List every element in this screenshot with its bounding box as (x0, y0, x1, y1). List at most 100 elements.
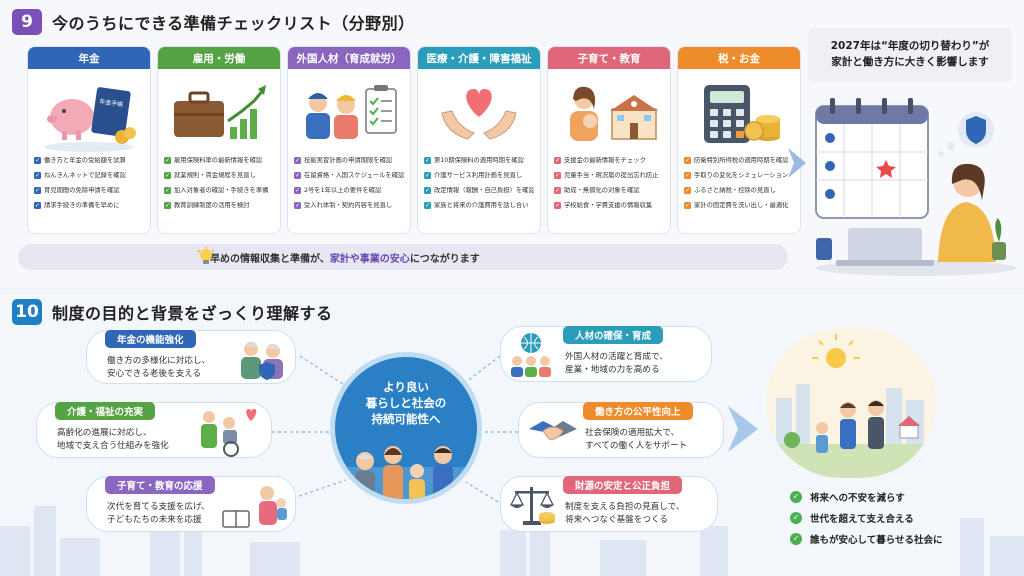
check-icon: ✓ (554, 202, 561, 209)
purpose-finance-tag: 財源の安定と公正負担 (563, 476, 683, 494)
family-illustration (335, 446, 477, 499)
list-item: ✓ふるさと納税・控除の見直し (684, 187, 776, 194)
purpose-pension-desc: 働き方の多様化に対応し、安心できる老後を支える (107, 356, 211, 379)
card-employment-list: ✓雇用保険料率の最新情報を確認 ✓就業規則・賃金規程を見直し ✓加入対象者の確認… (158, 157, 280, 210)
list-item: ✓ねんきんネットで記録を確認 (34, 172, 126, 179)
list-item: ✓防衛特別所得税の適用時期を確認 (684, 157, 789, 164)
speech-line-1: 2027年は“年度の切り替わり”が (830, 40, 990, 52)
purpose-care: 介護・福祉の充実 高齢化の進展に対応し、地域で支え合う仕組みを強化 (36, 402, 272, 458)
purpose-finance-desc: 制度を支える負担の見直しで、将来へつなぐ基盤をつくる (565, 502, 685, 525)
card-employment: 雇用・労働 ✓雇用保険料率の最新情報を確認 ✓就業規則・賃金規程を見直し ✓加入… (157, 46, 281, 234)
workers-clipboard-icon (288, 69, 410, 157)
list-item: ✓雇用保険料率の最新情報を確認 (164, 157, 263, 164)
chevron-right-icon (728, 406, 758, 452)
list-item: ✓児童手当・現況届の提出忘れ防止 (554, 172, 659, 179)
check-icon: ✓ (164, 172, 171, 179)
list-item: ✓教育訓練制度の活用を検討 (164, 202, 250, 209)
check-icon: ✓ (34, 187, 41, 194)
purpose-pension-tag: 年金の機能強化 (105, 330, 196, 348)
card-medical-care: 医療・介護・障害福祉 ✓第10期保険料の適用時期を確認 ✓介護サービス利用計画を… (417, 46, 541, 234)
card-pension-header: 年金 (28, 47, 150, 69)
purpose-fairness-tag: 働き方の公平性向上 (583, 402, 693, 420)
list-item: ✓支援金の最新情報をチェック (554, 157, 646, 164)
list-item: ✓家計の固定費を洗い出し・最適化 (684, 202, 789, 209)
chevron-right-icon (788, 148, 806, 178)
center-goal-text: より良い 暮らしと社会の 持続可能性へ (365, 380, 447, 426)
tip-highlight: 家計や事業の安心 (329, 253, 410, 265)
list-item: ✓在留資格・入国スケジュールを確認 (294, 172, 404, 179)
purpose-childcare-desc: 次代を育てる支援を広げ、子どもたちの未来を応援 (107, 502, 210, 525)
list-item: ✓加入対象者の確認・手続きを準備 (164, 187, 269, 194)
card-medical-care-list: ✓第10期保険料の適用時期を確認 ✓介護サービス利用計画を見直し ✓改定情報（報… (418, 157, 540, 210)
lightbulb-icon (197, 247, 215, 264)
briefcase-chart-icon (158, 69, 280, 157)
check-circle-icon: ✓ (790, 533, 802, 545)
check-icon: ✓ (34, 172, 41, 179)
handshake-icon (529, 421, 577, 440)
check-icon: ✓ (34, 157, 41, 164)
speech-line-2: 家計と働き方に大きく影響します (831, 56, 989, 68)
speech-bubble: 2027年は“年度の切り替わり”が 家計と働き方に大きく影響します (808, 28, 1012, 82)
card-childcare-header: 子育て・教育 (548, 47, 670, 69)
card-pension-list: ✓働き方と年金の受給額を試算 ✓ねんきんネットで記録を確認 ✓育児期間の免除申請… (28, 157, 150, 210)
check-icon: ✓ (164, 157, 171, 164)
check-icon: ✓ (554, 187, 561, 194)
check-icon: ✓ (294, 187, 301, 194)
outcome-item: ✓世代を超えて支え合える (790, 511, 943, 525)
section-9-number-badge: 9 (12, 9, 42, 35)
check-icon: ✓ (684, 202, 691, 209)
list-item: ✓育児期間の免除申請を確認 (34, 187, 120, 194)
list-item: ✓家族と将来の介護費用を話し合い (424, 202, 529, 209)
list-item: ✓第10期保険料の適用時期を確認 (424, 157, 524, 164)
section-10-purpose: 10 制度の目的と背景をざっくり理解する 年金の機能強化 働き方の多様化に対応し… (0, 290, 1024, 576)
tip-text: 早めの情報収集と準備が、家計や事業の安心につながります (210, 253, 480, 265)
purpose-fairness-desc: 社会保険の適用拡大で、すべての働く人をサポート (585, 428, 688, 451)
check-icon: ✓ (34, 202, 41, 209)
parent-child-book-icon (222, 486, 287, 528)
outcome-item: ✓誰もが安心して暮らせる社会に (790, 532, 943, 546)
list-item: ✓手取りの変化をシミュレーション (684, 172, 789, 179)
check-icon: ✓ (424, 157, 431, 164)
purpose-talent: 人材の確保・育成 外国人材の活躍と育成で、産業・地域の力を高める (500, 326, 712, 382)
mother-school-icon (548, 69, 670, 157)
section-10-title: 制度の目的と背景をざっくり理解する (52, 304, 333, 323)
family-sunshine-illustration (766, 328, 936, 478)
check-icon: ✓ (684, 187, 691, 194)
check-icon: ✓ (424, 187, 431, 194)
card-childcare: 子育て・教育 ✓支援金の最新情報をチェック ✓児童手当・現況届の提出忘れ防止 (547, 46, 671, 234)
piggy-bank-icon: 年金手帳 (28, 69, 150, 157)
outcome-list: ✓将来への不安を減らす ✓世代を超えて支え合える ✓誰もが安心して暮らせる社会に (790, 490, 943, 553)
check-circle-icon: ✓ (790, 512, 802, 524)
card-pension: 年金 年金手帳 ✓働き方と年金の受給額を試算 ✓ねんきんネットで記録を確認 ✓ (27, 46, 151, 234)
list-item: ✓2号を1年以上の要件を確認 (294, 187, 382, 194)
section-10-number-badge: 10 (12, 299, 42, 325)
list-item: ✓技能実習計画の申請期限を確認 (294, 157, 393, 164)
check-icon: ✓ (424, 202, 431, 209)
section-9-title: 今のうちにできる準備チェックリスト（分野別） (52, 14, 415, 33)
list-item: ✓助成・無償化の対象を確認 (554, 187, 640, 194)
list-item: ✓就業規則・賃金規程を見直し (164, 172, 256, 179)
list-item: ✓学校給食・学費支援の情報収集 (554, 202, 653, 209)
purpose-finance: 財源の安定と公正負担 制度を支える負担の見直しで、将来へつなぐ基盤をつくる (500, 476, 718, 532)
purpose-care-tag: 介護・福祉の充実 (55, 402, 156, 420)
card-tax-money-list: ✓防衛特別所得税の適用時期を確認 ✓手取りの変化をシミュレーション ✓ふるさと納… (678, 157, 800, 210)
check-circle-icon: ✓ (790, 491, 802, 503)
check-icon: ✓ (164, 202, 171, 209)
check-icon: ✓ (554, 172, 561, 179)
woman-calendar-illustration (815, 98, 1016, 276)
list-item: ✓介護サービス利用計画を見直し (424, 172, 523, 179)
city-skyline-illustration (0, 506, 1024, 576)
card-foreign-talent: 外国人材（育成就労） ✓技能実習計画の申請期限を確認 ✓在留資格・入国 (287, 46, 411, 234)
tip-bar: 早めの情報収集と準備が、家計や事業の安心につながります (18, 244, 788, 270)
card-foreign-talent-list: ✓技能実習計画の申請期限を確認 ✓在留資格・入国スケジュールを確認 ✓2号を1年… (288, 157, 410, 210)
card-foreign-talent-header: 外国人材（育成就労） (288, 47, 410, 69)
purpose-talent-desc: 外国人材の活躍と育成で、産業・地域の力を高める (565, 352, 668, 375)
outcome-item: ✓将来への不安を減らす (790, 490, 943, 504)
purpose-care-desc: 高齢化の進展に対応し、地域で支え合う仕組みを強化 (57, 428, 169, 451)
check-icon: ✓ (684, 157, 691, 164)
card-medical-care-header: 医療・介護・障害福祉 (418, 47, 540, 69)
check-icon: ✓ (684, 172, 691, 179)
purpose-talent-tag: 人材の確保・育成 (563, 326, 664, 344)
globe-people-icon (511, 333, 551, 377)
scale-coins-icon (509, 487, 555, 525)
